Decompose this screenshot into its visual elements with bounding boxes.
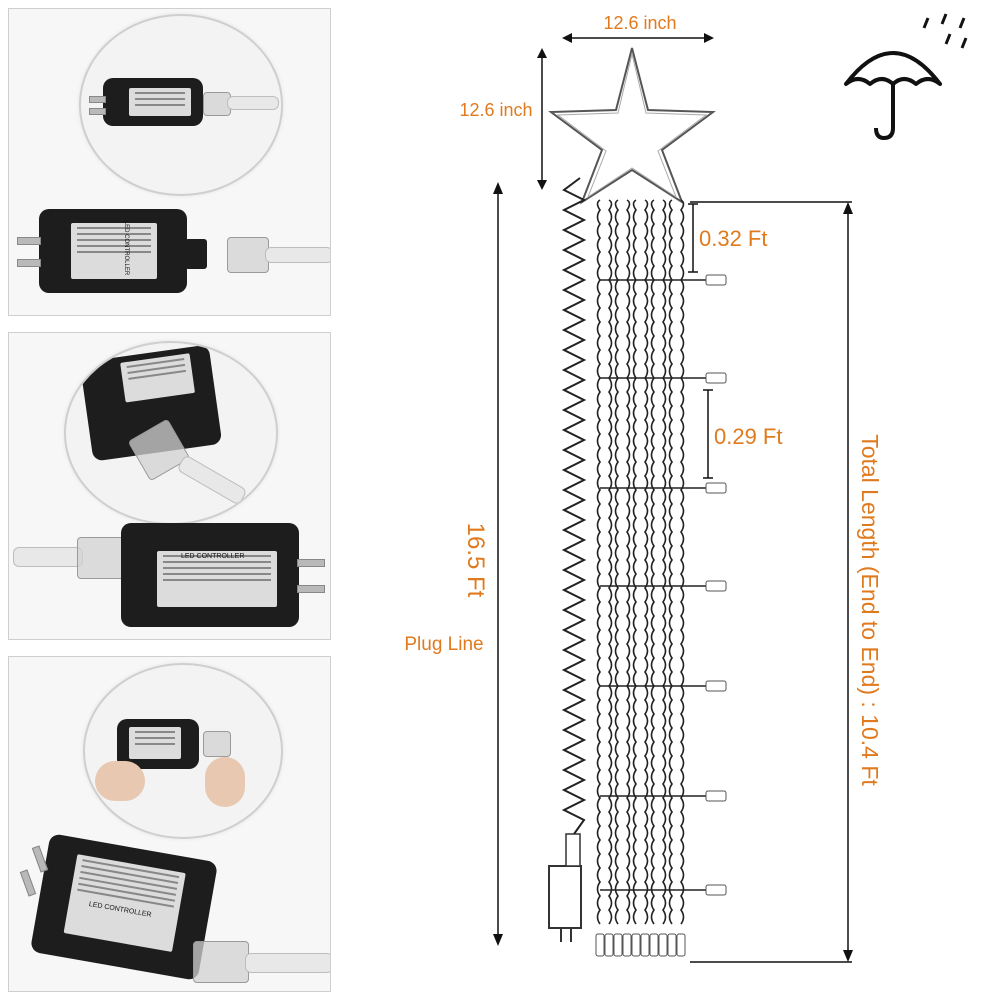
led-bulb xyxy=(705,274,727,286)
photo-panel-middle: LED CONTROLLER xyxy=(8,332,331,640)
star-topper xyxy=(548,47,716,205)
led-bulb xyxy=(705,580,727,592)
plug-line-label: Plug Line xyxy=(404,634,483,655)
umbrella-rain-icon xyxy=(844,13,968,141)
total-length-label: Total Length (End to End) : 10.4 Ft xyxy=(857,434,883,786)
hands-connecting-circle xyxy=(83,663,283,839)
photo-panel-top: LED CONTROLLER xyxy=(8,8,331,316)
led-bulb xyxy=(631,933,641,957)
light-strand xyxy=(632,199,637,925)
light-strand xyxy=(596,199,601,925)
led-bulb xyxy=(705,482,727,494)
light-strand xyxy=(608,199,613,925)
led-bulb xyxy=(705,790,727,802)
adapter-photo-large: LED CONTROLLER xyxy=(39,209,187,293)
adapter-closeup-circle xyxy=(79,14,283,196)
star-width-label: 12.6 inch xyxy=(603,13,676,33)
light-strand xyxy=(680,199,685,925)
led-bulb xyxy=(613,933,623,957)
light-strand xyxy=(626,199,631,925)
hand-right xyxy=(205,757,245,807)
led-bulb xyxy=(658,933,668,957)
light-strand xyxy=(614,199,619,925)
light-strands xyxy=(596,199,706,925)
plug-adapter xyxy=(548,865,582,929)
light-strand xyxy=(644,199,649,925)
light-strand xyxy=(668,199,673,925)
hand-left xyxy=(95,761,145,801)
led-bulb xyxy=(705,680,727,692)
coiled-plug-wire xyxy=(561,177,587,835)
led-bulb xyxy=(705,884,727,896)
adapter-label-text: LED CONTROLLER xyxy=(181,553,245,560)
led-bulb xyxy=(705,372,727,384)
top-spacing-label: 0.32 Ft xyxy=(699,226,767,251)
led-bulb xyxy=(667,933,677,957)
led-bulbs xyxy=(595,274,727,957)
led-bulb xyxy=(604,933,614,957)
star-height-label: 12.6 inch xyxy=(459,100,532,120)
adapter-photo-side: LED CONTROLLER xyxy=(121,523,299,627)
inner-spacing-label: 0.29 Ft xyxy=(714,424,782,449)
connector-plug xyxy=(227,237,269,273)
light-strand xyxy=(650,199,655,925)
led-bulb xyxy=(622,933,632,957)
led-bulb xyxy=(640,933,650,957)
connector-closeup-circle xyxy=(64,341,278,525)
light-strand xyxy=(662,199,667,925)
photo-panel-bottom: LED CONTROLLER xyxy=(8,656,331,992)
led-bulb xyxy=(595,933,605,957)
led-bulb xyxy=(676,933,686,957)
adapter-photo xyxy=(103,78,203,126)
plug-line-length-label: 16.5 Ft xyxy=(462,523,489,598)
led-bulb xyxy=(649,933,659,957)
